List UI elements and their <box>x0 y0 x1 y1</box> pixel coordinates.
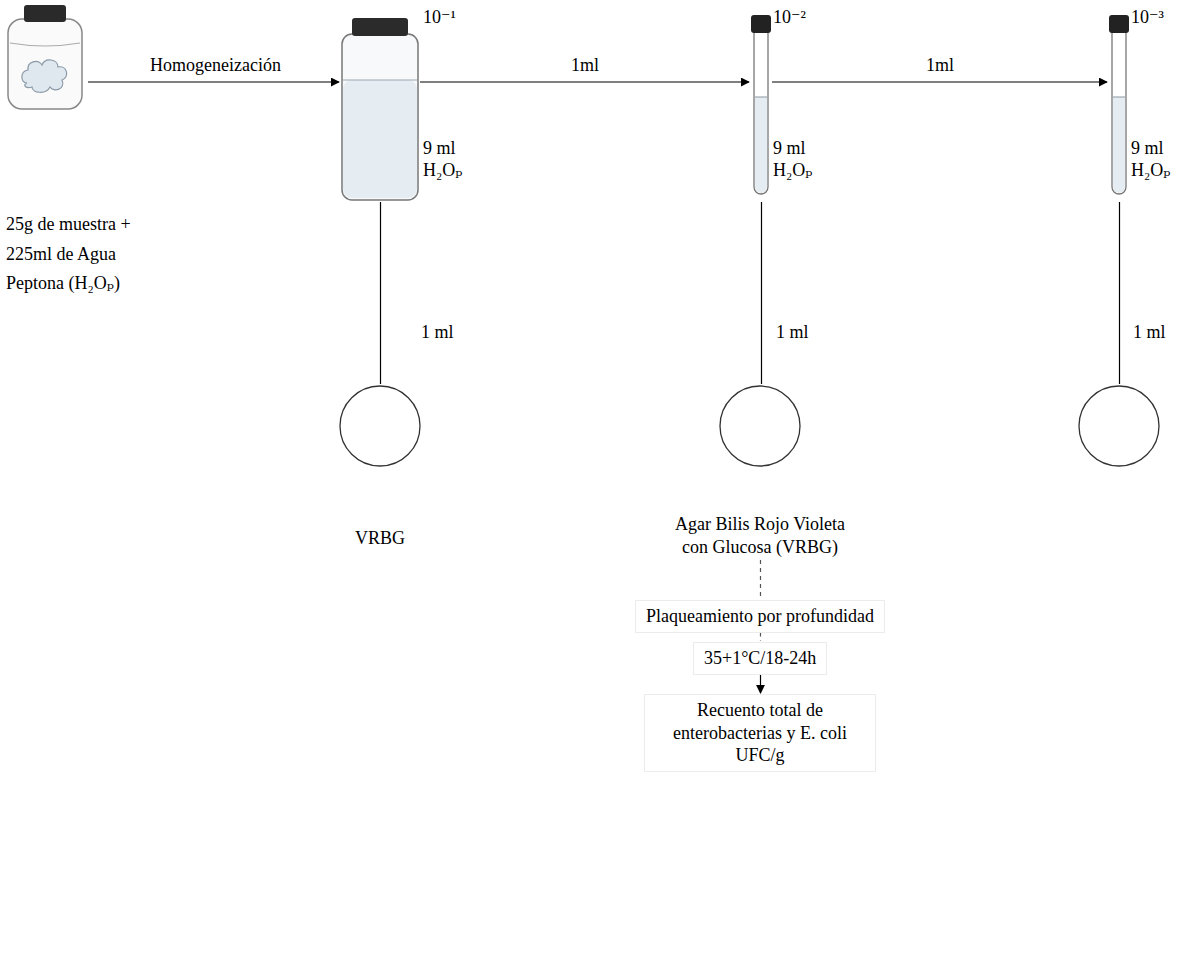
connector-line <box>88 81 339 82</box>
step-box: 35+1°C/18-24h <box>693 642 827 675</box>
tube-body <box>1112 31 1126 194</box>
petri-plate <box>1079 385 1159 467</box>
node-text: 9 ml H₂Oₚ <box>423 138 467 181</box>
petri-circle <box>720 386 800 466</box>
jar-body <box>8 19 82 109</box>
plate-outline <box>1079 385 1159 467</box>
liquid-line <box>1113 97 1125 98</box>
edge-label: 1 ml <box>418 322 457 344</box>
node-text: VRBG <box>280 527 480 550</box>
dilution-tube: 10⁻²9 ml H₂Oₚ <box>750 15 772 202</box>
bottle-outline <box>340 18 420 202</box>
petri-plate: VRBG <box>280 385 480 552</box>
step-text: Recuento total de enterobacterias y E. c… <box>655 699 865 767</box>
tube-outline <box>750 15 772 202</box>
bottle-body <box>342 34 418 200</box>
tube-cap <box>1109 15 1129 33</box>
plate-outline <box>660 385 860 467</box>
bottle-liquid <box>343 80 417 198</box>
connector-line <box>761 202 762 384</box>
dashed-connector <box>760 560 761 599</box>
step-box: Plaqueamiento por profundidad <box>635 600 885 633</box>
tube-body <box>754 31 768 194</box>
node-text: 9 ml H₂Oₚ <box>773 138 817 181</box>
liquid-line <box>10 43 80 46</box>
step-box: Recuento total de enterobacterias y E. c… <box>644 694 876 772</box>
jar-outline <box>2 5 88 110</box>
connector-line <box>420 81 749 82</box>
step-text: Plaqueamiento por profundidad <box>646 605 874 628</box>
petri-plate: Agar Bilis Rojo Violeta con Glucosa (VRB… <box>660 385 860 560</box>
dashed-connector <box>760 633 761 642</box>
dilution-label: 10⁻¹ <box>423 6 465 29</box>
petri-circle <box>1079 386 1159 466</box>
jar-lid <box>24 5 66 22</box>
step-text: 35+1°C/18-24h <box>704 647 816 670</box>
petri-circle <box>340 386 420 466</box>
bottle-lid <box>352 18 408 36</box>
plate-outline <box>280 385 480 467</box>
sample-jar: 25g de muestra + 225ml de Agua Peptona (… <box>2 5 88 110</box>
liquid-line <box>755 97 767 98</box>
dilution-bottle: 10⁻¹9 ml H₂Oₚ <box>340 18 420 202</box>
tube-liquid <box>755 97 767 193</box>
dilution-label: 10⁻³ <box>1131 6 1173 29</box>
tube-outline <box>1108 15 1130 202</box>
liquid-line <box>343 80 417 81</box>
edge-label: Homogeneización <box>147 55 284 77</box>
node-text: 9 ml H₂Oₚ <box>1131 138 1175 181</box>
sample-blob <box>22 60 67 92</box>
edge-label: 1ml <box>923 55 957 77</box>
tube-cap <box>751 15 771 33</box>
dilution-tube: 10⁻³9 ml H₂Oₚ <box>1108 15 1130 202</box>
edge-label: 1 ml <box>773 322 812 344</box>
connector-line <box>380 202 381 384</box>
edge-label: 1 ml <box>1130 322 1169 344</box>
connector-line <box>1119 202 1120 384</box>
dilution-label: 10⁻² <box>773 6 815 29</box>
connector-line <box>772 81 1107 82</box>
edge-label: 1ml <box>568 55 602 77</box>
node-text: Agar Bilis Rojo Violeta con Glucosa (VRB… <box>660 513 860 558</box>
tube-liquid <box>1113 97 1125 193</box>
connector-line <box>760 675 761 694</box>
node-text: 25g de muestra + 225ml de Agua Peptona (… <box>6 210 146 299</box>
